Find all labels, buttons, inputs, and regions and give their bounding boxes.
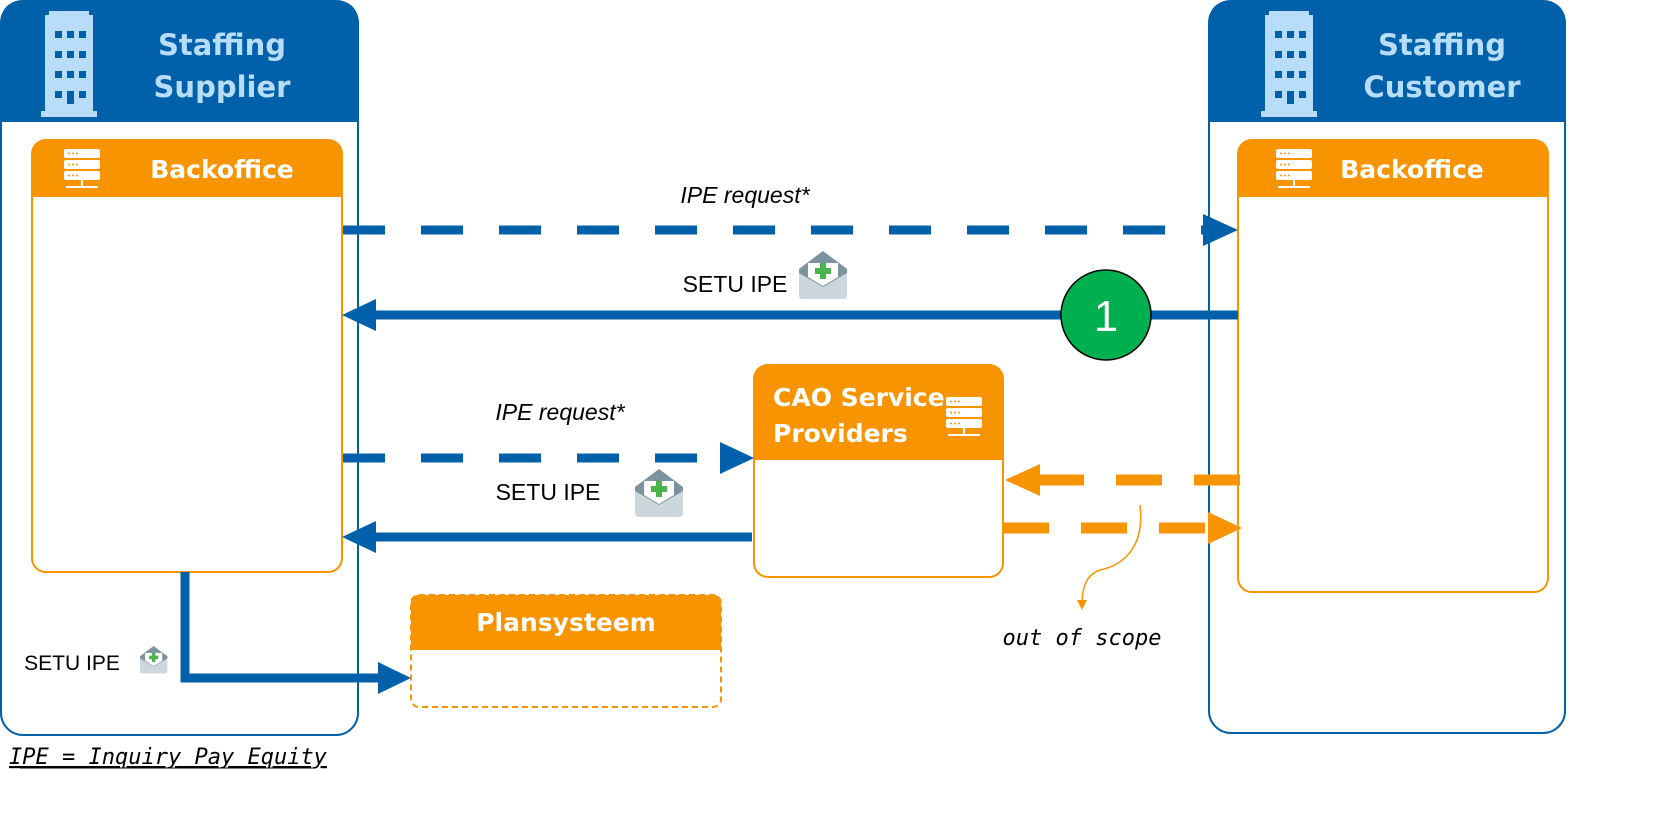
cao-request-arrow: [343, 442, 754, 474]
cao-service-providers: CAO Service Providers: [753, 364, 1004, 578]
supplier-backoffice-label: Backoffice: [150, 155, 294, 184]
cao-response-arrow: [342, 521, 752, 553]
building-icon: [1261, 11, 1317, 117]
cao-request-label: IPE request*: [495, 399, 625, 425]
customer-backoffice: Backoffice: [1237, 139, 1549, 593]
envelope-plus-icon: [635, 469, 683, 517]
plansysteem: Plansysteem: [410, 594, 722, 708]
supplier-title-line1: Staffing: [158, 28, 286, 62]
out-of-scope-label: out of scope: [1003, 626, 1162, 651]
cao-label-line1: CAO Service: [773, 383, 945, 412]
customer-title-line1: Staffing: [1378, 28, 1506, 62]
customer-backoffice-label: Backoffice: [1340, 155, 1484, 184]
building-icon: [41, 11, 97, 117]
out-of-scope-arrow-left: [1005, 464, 1240, 496]
plan-message-arrow: [180, 572, 411, 694]
step-1-badge: 1: [1060, 269, 1152, 361]
supplier-backoffice: Backoffice: [31, 139, 343, 573]
top-response-label: SETU IPE: [683, 271, 788, 297]
step-number: 1: [1094, 292, 1118, 341]
top-request-label: IPE request*: [680, 182, 810, 208]
envelope-plus-icon: [799, 251, 847, 299]
legend-text: IPE = Inquiry Pay Equity: [9, 745, 328, 770]
customer-title-line2: Customer: [1363, 70, 1521, 104]
cao-response-label: SETU IPE: [496, 479, 601, 505]
cao-label-line2: Providers: [773, 419, 908, 448]
supplier-title-line2: Supplier: [154, 70, 292, 104]
plan-message-label: SETU IPE: [24, 652, 120, 675]
plansysteem-label: Plansysteem: [476, 608, 656, 637]
top-request-arrow: [343, 214, 1238, 246]
out-of-scope-pointer: [1081, 504, 1142, 606]
out-of-scope-arrow-right: [1003, 512, 1242, 544]
